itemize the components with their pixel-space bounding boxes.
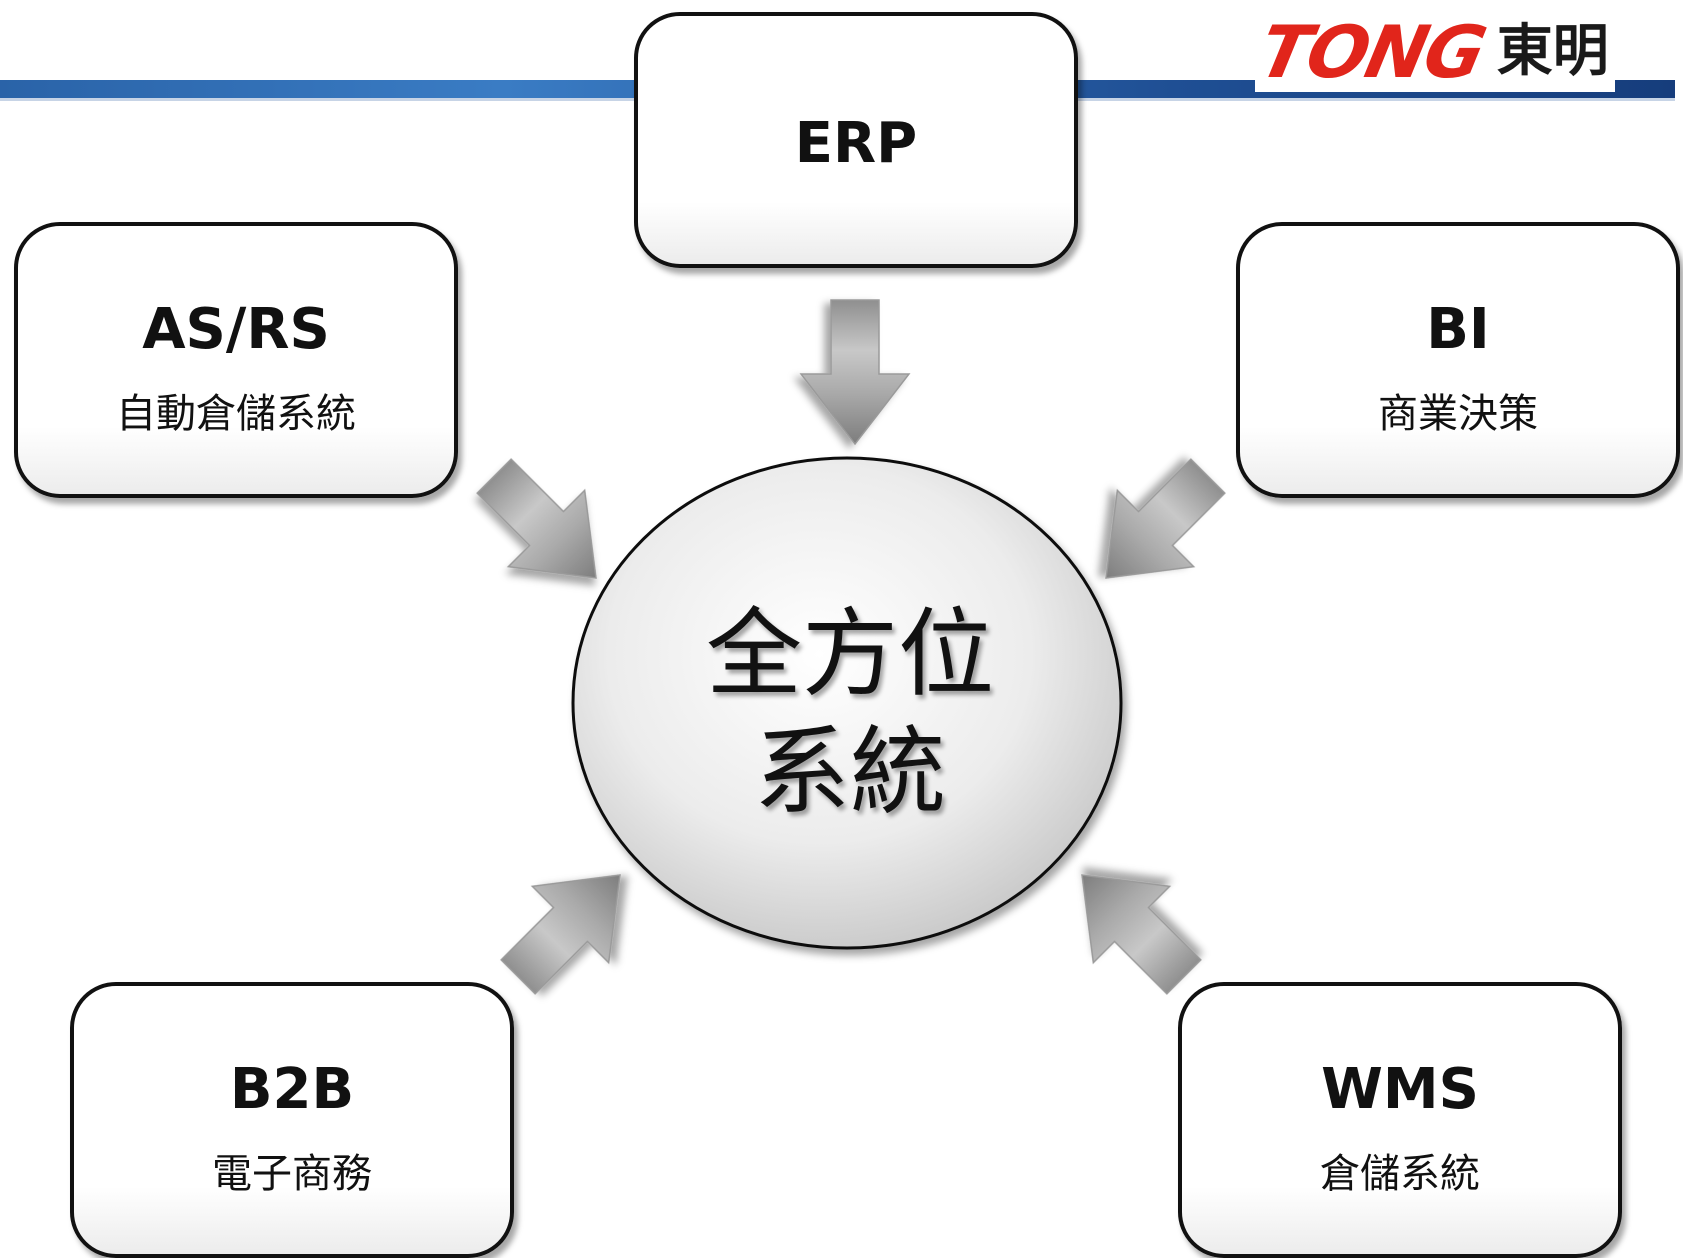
node-wms-title: WMS [1321, 1057, 1479, 1122]
node-erp-title: ERP [794, 111, 918, 176]
node-bi-title: BI [1426, 297, 1490, 362]
hub-circle [571, 456, 1123, 950]
node-wms: WMS 倉儲系統 [1178, 982, 1622, 1258]
node-asrs-subtitle: 自動倉儲系統 [116, 391, 356, 437]
node-bi: BI 商業決策 [1236, 222, 1680, 498]
node-asrs: AS/RS 自動倉儲系統 [14, 222, 458, 498]
node-erp: ERP [634, 12, 1078, 268]
arrow-erp-to-hub [799, 299, 911, 446]
node-b2b: B2B 電子商務 [70, 982, 514, 1258]
node-b2b-title: B2B [229, 1057, 355, 1122]
hub-label-line2: 系統 [754, 716, 946, 828]
arrow-b2b-to-hub [500, 874, 621, 995]
node-b2b-subtitle: 電子商務 [212, 1151, 372, 1197]
logo-cjk-text: 東明 [1496, 19, 1609, 84]
hub-label-line1: 全方位 [706, 598, 994, 710]
arrow-wms-to-hub [1081, 874, 1202, 995]
company-logo: TONG 東明 [1252, 10, 1615, 94]
node-bi-subtitle: 商業決策 [1378, 391, 1538, 437]
node-asrs-title: AS/RS [142, 297, 330, 362]
arrow-bi-to-hub [1105, 458, 1226, 579]
arrow-asrs-to-hub [476, 458, 597, 579]
node-wms-subtitle: 倉儲系統 [1320, 1151, 1480, 1197]
